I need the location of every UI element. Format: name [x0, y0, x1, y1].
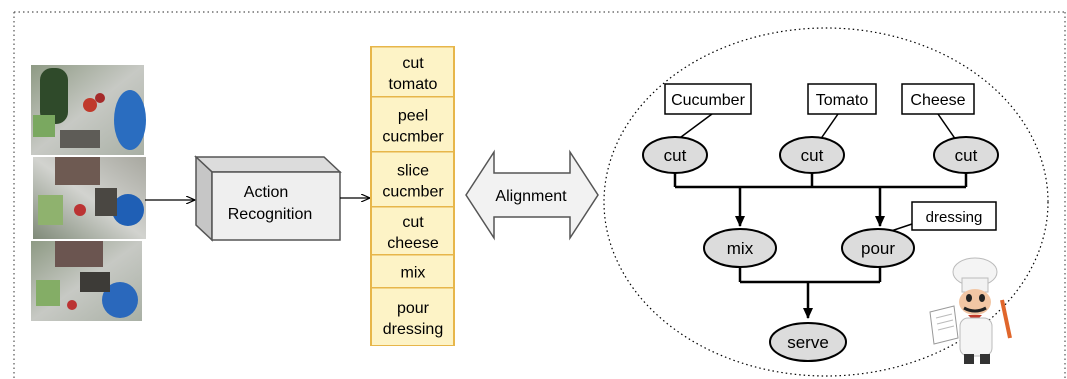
- video-frame-1: [31, 65, 146, 155]
- action-recognition-label-line2: Recognition: [228, 206, 313, 223]
- action-cell: [372, 152, 453, 206]
- ingredient-cheese: Cheese: [901, 83, 975, 115]
- recipe-graph-boundary: [603, 27, 1049, 377]
- node-cut-cucumber: cut: [642, 136, 708, 174]
- action-recognition-module: Action Recognition: [194, 155, 342, 242]
- ingredient-cucumber-label: Cucumber: [671, 92, 745, 109]
- action-recognition-label-line1: Action: [244, 184, 288, 201]
- action-cell-object: dressing: [383, 321, 443, 338]
- node-cut-tomato-label: cut: [801, 146, 824, 165]
- action-cell-object: cucmber: [382, 128, 444, 145]
- action-cell-verb: mix: [401, 264, 426, 281]
- video-frame-3: [31, 241, 142, 321]
- video-frames-image: [31, 65, 146, 321]
- node-cut-cucumber-label: cut: [664, 146, 687, 165]
- ingredient-dressing: dressing: [911, 201, 997, 231]
- action-cell: [372, 255, 453, 287]
- action-cell-object: tomato: [389, 76, 438, 93]
- alignment-label: Alignment: [495, 188, 567, 205]
- action-cell-verb: peel: [398, 107, 428, 124]
- node-pour-label: pour: [861, 239, 895, 258]
- node-mix: mix: [703, 228, 777, 268]
- node-serve: serve: [769, 322, 847, 362]
- video-frame-2: [33, 157, 146, 239]
- node-mix-label: mix: [727, 239, 754, 258]
- node-pour: pour: [841, 228, 915, 268]
- action-cell-verb: pour: [397, 300, 430, 317]
- alignment-double-arrow: Alignment: [465, 149, 599, 241]
- ingredient-cheese-label: Cheese: [910, 92, 965, 109]
- node-serve-label: serve: [787, 333, 829, 352]
- ingredient-tomato: Tomato: [807, 83, 877, 115]
- node-cut-tomato: cut: [779, 136, 845, 174]
- node-cut-cheese-label: cut: [955, 146, 978, 165]
- action-cell-verb: cut: [402, 55, 424, 72]
- action-cell: [372, 207, 453, 254]
- ingredient-cucumber: Cucumber: [664, 83, 752, 115]
- action-cell: [372, 97, 453, 151]
- action-cell: [372, 288, 453, 345]
- action-cell-object: cucmber: [382, 183, 444, 200]
- recognized-action-list: cut tomato peel cucmber slice cucmber cut chees…: [370, 46, 455, 346]
- ingredient-tomato-label: Tomato: [816, 92, 869, 109]
- action-cell-verb: cut: [402, 214, 424, 231]
- recipe-graph-edges: [673, 113, 968, 319]
- chef-mascot-image: [929, 257, 1012, 364]
- action-cell-object: cheese: [387, 235, 439, 252]
- node-cut-cheese: cut: [933, 136, 999, 174]
- ingredient-dressing-label: dressing: [926, 209, 983, 226]
- action-cell: [372, 47, 453, 96]
- action-cell-verb: slice: [397, 162, 429, 179]
